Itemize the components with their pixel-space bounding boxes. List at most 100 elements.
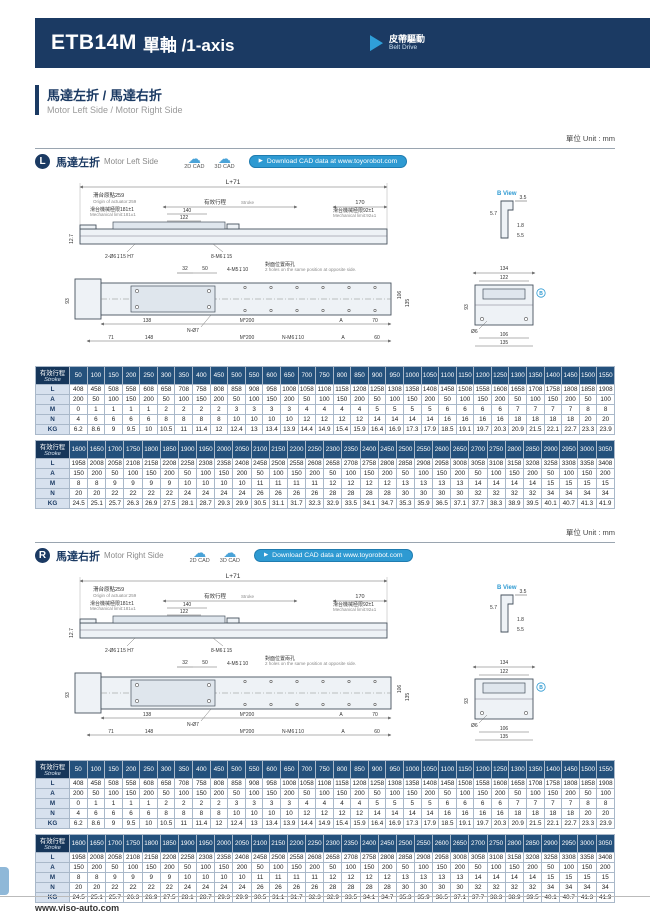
value-cell: 1: [104, 404, 123, 415]
value-cell: 18.5: [438, 424, 457, 435]
play-icon: ▶: [258, 157, 263, 164]
stroke-col-header: 50: [69, 366, 88, 385]
value-cell: 7: [543, 404, 563, 415]
dim-label: 滑台機械極限92±1: [333, 207, 374, 214]
value-cell: 28: [359, 882, 379, 893]
value-cell: 50: [395, 468, 415, 479]
value-cell: 16.9: [385, 424, 404, 435]
value-cell: 22: [159, 488, 179, 499]
value-cell: 2008: [87, 458, 107, 469]
value-cell: 14: [504, 478, 524, 489]
value-cell: 14.9: [315, 424, 334, 435]
value-cell: 100: [486, 468, 506, 479]
download-cad-button[interactable]: ▶ Download CAD data at www.toyorobot.com: [253, 549, 413, 562]
dim-label: Origin of actuator:259: [93, 593, 137, 598]
value-cell: 34: [541, 882, 561, 893]
dim-label: M*200: [240, 712, 255, 718]
value-cell: 200: [420, 788, 440, 799]
value-cell: 30: [413, 882, 434, 893]
value-cell: 2158: [141, 458, 161, 469]
stroke-col-header: 2600: [432, 834, 452, 853]
value-cell: 1: [86, 798, 106, 809]
cloud-2d-icon: ☁: [187, 151, 201, 166]
value-cell: 2458: [250, 852, 270, 863]
dim-label: 滑台機械極限181±1: [90, 600, 134, 607]
value-cell: 15: [595, 872, 616, 883]
value-cell: 20: [578, 414, 598, 425]
value-cell: 150: [68, 862, 89, 873]
section-motor-left: 單位 Unit : mm L 馬達左折 Motor Left Side ☁ 2D…: [35, 128, 616, 509]
dim-label: N-Ø7: [187, 328, 199, 334]
value-cell: 50: [367, 788, 387, 799]
dim-label: 122: [500, 275, 509, 281]
value-cell: 16: [438, 808, 457, 819]
value-cell: 19.7: [473, 818, 492, 829]
value-cell: 2908: [413, 852, 434, 863]
cad-2d-download[interactable]: ☁ 2D CAD: [190, 546, 210, 564]
row-label: M: [35, 404, 70, 415]
stroke-col-header: 850: [350, 760, 369, 779]
row-label: A: [35, 468, 70, 479]
value-cell: 100: [315, 394, 334, 405]
cad-3d-download[interactable]: ☁ 3D CAD: [220, 546, 240, 564]
value-cell: 100: [596, 788, 615, 799]
value-cell: 50: [468, 862, 488, 873]
value-cell: 11: [174, 424, 194, 435]
value-cell: 11: [305, 872, 325, 883]
stroke-col-header: 1000: [402, 366, 422, 385]
value-cell: 18: [526, 808, 545, 819]
cad-3d-download[interactable]: ☁ 3D CAD: [214, 152, 234, 170]
value-cell: 11.4: [192, 424, 211, 435]
value-cell: 7: [526, 404, 545, 415]
value-cell: 8: [192, 808, 211, 819]
value-cell: 4: [297, 404, 317, 415]
value-cell: 200: [490, 788, 510, 799]
value-cell: 1908: [596, 384, 615, 395]
value-cell: 3008: [450, 458, 470, 469]
value-cell: 26: [305, 882, 325, 893]
value-cell: 16: [455, 414, 475, 425]
value-cell: 8: [596, 798, 615, 809]
value-cell: 200: [377, 862, 397, 873]
dim-label: 106: [500, 726, 509, 732]
value-cell: 200: [139, 394, 158, 405]
value-cell: 22: [123, 882, 143, 893]
value-cell: 14: [420, 808, 440, 819]
dim-label: 32: [182, 266, 188, 272]
value-cell: 32: [522, 882, 543, 893]
row-label: KG: [35, 818, 70, 829]
value-cell: 32: [504, 882, 524, 893]
value-cell: 20: [596, 808, 615, 819]
value-cell: 10: [177, 872, 198, 883]
value-cell: 1858: [578, 384, 598, 395]
side-view: L+71 滑台原點259 Origin of actuator:259 有效行程…: [69, 179, 388, 260]
value-cell: 10: [262, 808, 281, 819]
value-cell: 24: [177, 882, 198, 893]
technical-drawing-svg: L+71 滑台原點259 Origin of actuator:259 有效行程…: [65, 179, 546, 347]
page-footer: www.viso-auto.com: [0, 867, 650, 913]
value-cell: 200: [305, 862, 325, 873]
value-cell: 2858: [395, 458, 415, 469]
value-cell: 5: [402, 404, 422, 415]
value-cell: 14: [486, 478, 506, 489]
value-cell: 9: [159, 872, 179, 883]
value-cell: 22: [105, 882, 125, 893]
value-cell: 100: [385, 788, 404, 799]
value-cell: 2558: [286, 852, 307, 863]
dim-label: L+71: [226, 179, 241, 186]
row-label: N: [35, 882, 70, 893]
dim-label: 138: [143, 712, 152, 718]
value-cell: 24: [232, 882, 252, 893]
download-cad-button[interactable]: ▶ Download CAD data at www.toyorobot.com: [248, 155, 408, 168]
stroke-col-header: 1250: [490, 366, 510, 385]
b-mark-label: B: [539, 291, 543, 297]
value-cell: 12: [332, 414, 352, 425]
section-motor-right: 單位 Unit : mm R 馬達右折 Motor Right Side ☁ 2…: [35, 522, 616, 903]
value-cell: 100: [596, 394, 615, 405]
value-cell: 22: [123, 488, 143, 499]
value-cell: 23.3: [578, 818, 598, 829]
cad-2d-download[interactable]: ☁ 2D CAD: [184, 151, 204, 170]
